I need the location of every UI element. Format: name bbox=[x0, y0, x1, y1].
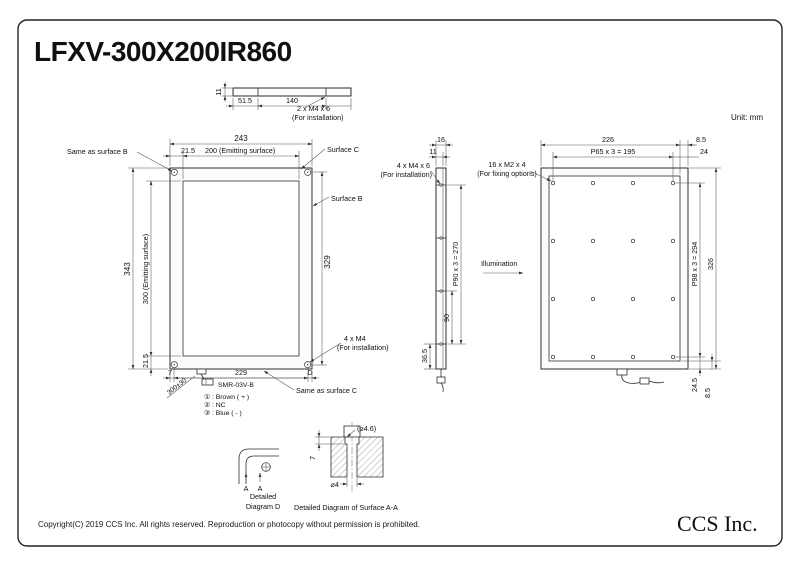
side-body-dim: 11 bbox=[429, 147, 436, 156]
copyright-text: Copyright(C) 2019 CCS Inc. All rights re… bbox=[38, 520, 420, 529]
topview-offset-dim: 51.5 bbox=[238, 96, 252, 105]
front-view: 243 21.5 200 (Emitting surface) Same as … bbox=[67, 134, 389, 417]
rear-pitch-h-dim: P65 x 3 = 195 bbox=[591, 147, 636, 156]
same-as-surface-c-label: Same as surface C bbox=[296, 386, 357, 395]
same-as-surface-b-label: Same as surface B bbox=[67, 147, 128, 156]
section-a-label: A bbox=[244, 484, 249, 493]
side-depth-dim: 16 bbox=[437, 135, 445, 144]
rear-24-dim: 24 bbox=[700, 147, 708, 156]
topview-pitch-dim: 140 bbox=[286, 96, 298, 105]
rear-edge-bottom-dim: 8.5 bbox=[703, 388, 712, 398]
rear-cable bbox=[616, 368, 665, 385]
detail-d-reference: D bbox=[307, 368, 312, 377]
rear-245-dim: 24.5 bbox=[690, 378, 699, 392]
detail-d-caption: Detailed bbox=[250, 492, 276, 501]
detail-d-caption2: Diagram D bbox=[246, 502, 280, 511]
section-aa-caption: Detailed Diagram of Surface A-A bbox=[294, 503, 398, 512]
rear-fixing-note: 16 x M2 x 4 bbox=[488, 160, 525, 169]
pin2-label: ② : NC bbox=[204, 401, 226, 409]
section-a-label: A bbox=[258, 484, 263, 493]
front-margin-dim: 21.5 bbox=[181, 146, 195, 155]
rear-view: 226 8.5 P65 x 3 = 195 24 16 x M2 x 4 (Fo… bbox=[477, 135, 721, 398]
rear-edge-top-dim: 8.5 bbox=[696, 135, 706, 144]
side-screw-note2: (For installation) bbox=[380, 170, 432, 179]
front-inner-height-dim: 329 bbox=[323, 255, 332, 269]
pin1-label: ① : Brown ( + ) bbox=[204, 393, 249, 401]
topview-thickness-dim: 11 bbox=[214, 88, 223, 95]
sheet-border bbox=[17, 19, 783, 547]
surface-c-label: Surface C bbox=[327, 145, 359, 154]
illumination-label: Illumination bbox=[481, 259, 517, 268]
rear-hole-grid bbox=[550, 180, 676, 360]
cable-length-dim: 300±30 bbox=[166, 377, 188, 397]
side-90-dim: 90 bbox=[442, 314, 451, 322]
front-bottom-margin-dim: 21.5 bbox=[141, 354, 150, 368]
counterbore-depth-dim: 7 bbox=[308, 456, 317, 460]
surface-b-label: Surface B bbox=[331, 194, 363, 203]
rear-fixing-note2: (For fixing options) bbox=[477, 169, 537, 178]
counterbore-dia-dim: (⌀4.6) bbox=[357, 424, 376, 433]
rear-pitch-v-dim: P98 x 3 = 294 bbox=[690, 242, 699, 287]
pin3-label: ③ : Blue ( - ) bbox=[204, 409, 242, 417]
detail-d: A A Detailed Diagram D bbox=[238, 448, 280, 511]
front-screw-span-dim: 229 bbox=[235, 368, 247, 377]
front-edge-dim: 7 bbox=[168, 368, 172, 377]
front-emitting-width-dim: 200 (Emitting surface) bbox=[205, 146, 275, 155]
front-height-dim: 343 bbox=[123, 262, 132, 276]
connector-label: SMR-03V-B bbox=[218, 382, 254, 389]
page-title: LFXV-300X200IR860 bbox=[34, 36, 292, 67]
section-aa: (⌀4.6) 7 ⌀4 Detailed Diagram of Surface … bbox=[294, 422, 398, 512]
front-screw-note2: (For installation) bbox=[337, 343, 389, 352]
hole-dia-dim: ⌀4 bbox=[331, 480, 339, 489]
company-logo-text: CCS Inc. bbox=[677, 511, 758, 536]
topview-screw-note2: (For installation) bbox=[292, 113, 344, 122]
rear-height-dim: 326 bbox=[706, 258, 715, 270]
rear-width-dim: 226 bbox=[602, 135, 614, 144]
unit-label: Unit: mm bbox=[731, 113, 763, 122]
side-view: 16 11 4 x M4 x 6 (For installation) P90 … bbox=[380, 135, 524, 393]
front-emitting-height-dim: 300 (Emitting surface) bbox=[141, 234, 150, 304]
side-365-dim: 36.5 bbox=[420, 349, 429, 363]
side-pitch-dim: P90 x 3 = 270 bbox=[451, 242, 460, 287]
topview-screw-note: 2 x M4 x 6 bbox=[297, 104, 330, 113]
front-screw-note: 4 x M4 bbox=[344, 334, 366, 343]
side-screw-note: 4 x M4 x 6 bbox=[397, 161, 430, 170]
top-edge-view: 11 51.5 140 2 x M4 x 6 (For installation… bbox=[214, 82, 352, 122]
front-width-dim: 243 bbox=[234, 134, 248, 143]
